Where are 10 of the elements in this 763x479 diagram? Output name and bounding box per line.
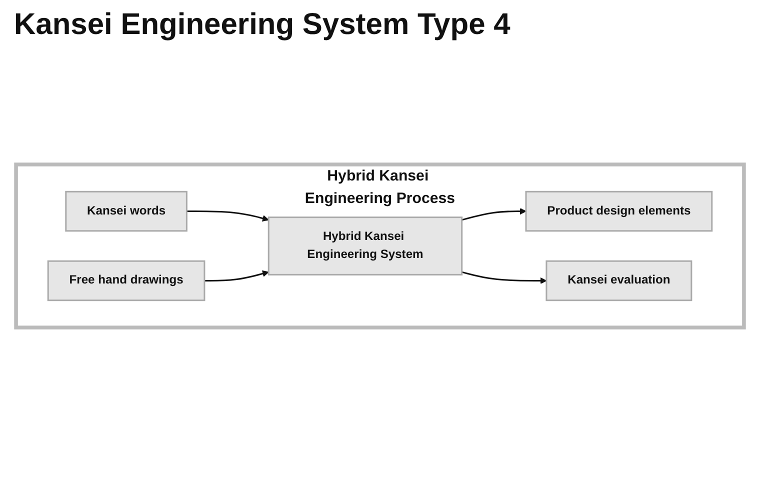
node-box: Free hand drawings: [47, 260, 206, 302]
arrow: [204, 270, 269, 282]
node-box: Hybrid Kansei Engineering System: [268, 216, 463, 276]
arrow: [186, 210, 269, 222]
arrow: [462, 208, 526, 221]
node-box: Kansei evaluation: [546, 260, 692, 302]
arrow: [462, 271, 547, 284]
node-box: Product design elements: [525, 190, 713, 232]
node-box: Kansei words: [65, 190, 188, 232]
diagram-title: Kansei Engineering System Type 4: [14, 8, 512, 42]
